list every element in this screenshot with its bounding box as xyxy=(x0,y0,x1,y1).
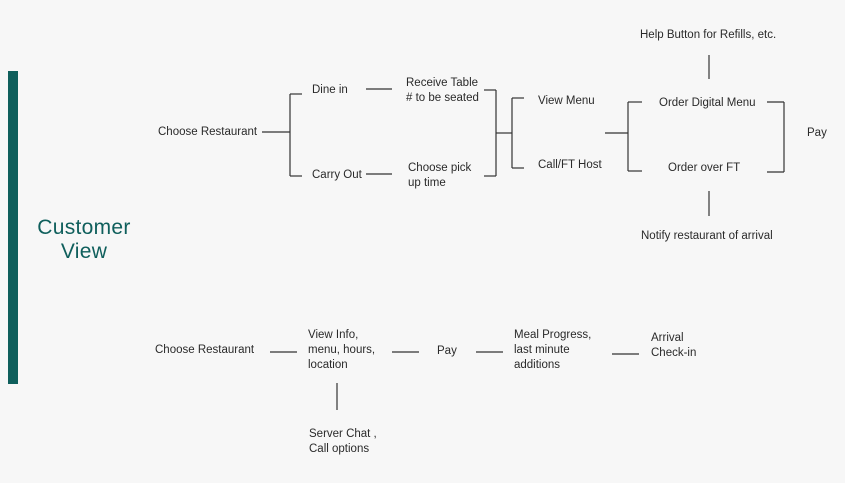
pay-label: Pay xyxy=(807,127,827,139)
view-menu-label: View Menu xyxy=(538,95,595,107)
choose-pickup-label: Choose pick up time xyxy=(408,162,472,189)
section-title: Customer View xyxy=(22,216,146,264)
choose-restaurant-label: Choose Restaurant xyxy=(158,126,258,138)
notify-arrival-label: Notify restaurant of arrival xyxy=(641,230,773,242)
carry-out-label: Carry Out xyxy=(312,169,362,181)
section-title-line2: View xyxy=(60,240,108,263)
accent-bar xyxy=(8,71,18,384)
arrival-checkin-label: Arrival Check-in xyxy=(651,332,697,359)
help-button-label: Help Button for Refills, etc. xyxy=(640,29,777,41)
receive-table-label: Receive Table # to be seated xyxy=(406,77,479,104)
dine-in-label: Dine in xyxy=(312,84,348,96)
meal-progress-label: Meal Progress, last minute additions xyxy=(514,329,592,371)
view-info-label: View Info, menu, hours, location xyxy=(308,329,376,371)
server-chat-label: Server Chat , Call options xyxy=(309,428,377,455)
section-title-line1: Customer xyxy=(37,216,131,239)
choose-restaurant-label-2: Choose Restaurant xyxy=(155,344,255,356)
order-over-ft-label: Order over FT xyxy=(668,162,741,174)
call-host-label: Call/FT Host xyxy=(538,159,602,171)
pay-label-2: Pay xyxy=(437,345,457,357)
order-digital-menu-label: Order Digital Menu xyxy=(659,97,756,109)
